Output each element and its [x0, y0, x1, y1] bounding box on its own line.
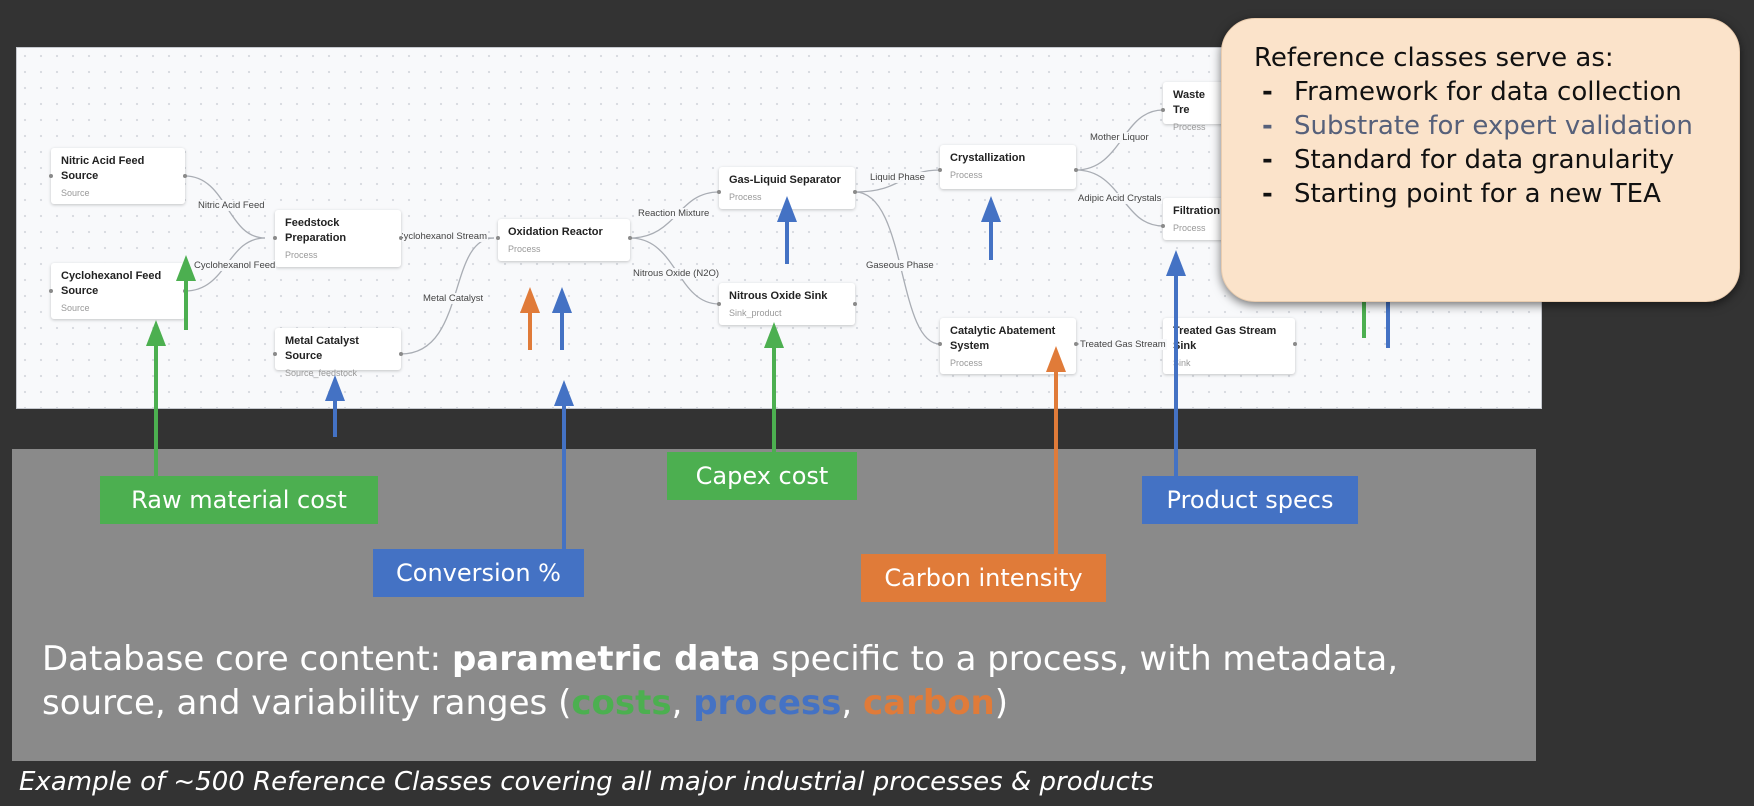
core-costs: costs [571, 683, 672, 723]
tag-product-specs: Product specs [1142, 476, 1358, 524]
callout-item-text: Starting point for a new TEA [1294, 179, 1661, 209]
node-type: Sink_product [729, 308, 782, 318]
tag-raw-material-cost: Raw material cost [100, 476, 378, 524]
node-type: Process [950, 358, 983, 368]
tag-conversion: Conversion % [373, 549, 584, 597]
node-type: Process [508, 244, 541, 254]
callout-item: -Standard for data granularity [1254, 143, 1725, 177]
node-type: Sink [1173, 358, 1191, 368]
node-metal-catalyst-source[interactable]: Metal Catalyst Source Source_feedstock [275, 328, 401, 378]
edge-label: Gaseous Phase [865, 260, 935, 271]
node-type: Source_feedstock [285, 368, 358, 378]
core-sep: , [671, 683, 694, 723]
node-handle[interactable] [853, 190, 857, 194]
bullet-dash: - [1262, 77, 1273, 107]
node-title: Gas-Liquid Separator [729, 174, 841, 186]
node-gas-liquid-separator[interactable]: Gas-Liquid Separator Process [719, 167, 855, 209]
node-handle[interactable] [183, 289, 187, 293]
edge-label: Treated Gas Stream [1079, 339, 1167, 350]
core-middle: specific to a process, with metadata, so… [42, 639, 1399, 723]
callout-heading: Reference classes serve as: [1254, 43, 1614, 73]
edge-label: Metal Catalyst [422, 293, 485, 304]
callout-item: -Substrate for expert validation [1254, 109, 1725, 143]
node-nitrous-oxide-sink[interactable]: Nitrous Oxide Sink Sink_product [719, 283, 855, 325]
edge-label: Prepared Cyclohexanol Stream [402, 231, 488, 242]
callout-item: -Framework for data collection [1254, 75, 1725, 109]
core-bold: parametric data [451, 639, 761, 679]
node-handle[interactable] [49, 174, 53, 178]
node-handle[interactable] [273, 236, 277, 240]
node-handle[interactable] [399, 236, 403, 240]
node-catalytic-abatement-system[interactable]: Catalytic Abatement System Process [940, 318, 1076, 374]
node-feedstock-preparation[interactable]: Feedstock Preparation Process [275, 210, 401, 267]
node-title: Oxidation Reactor [508, 226, 603, 238]
node-title: Treated Gas Stream Sink [1173, 325, 1277, 352]
callout-item-text: Substrate for expert validation [1294, 111, 1693, 141]
tag-capex-cost: Capex cost [667, 452, 857, 500]
node-title: Nitric Acid Feed Source [61, 155, 145, 182]
node-title: Nitrous Oxide Sink [729, 290, 828, 302]
edge-label: Reaction Mixture [637, 208, 711, 219]
node-handle[interactable] [49, 289, 53, 293]
bullet-dash: - [1262, 179, 1273, 209]
callout-list: -Framework for data collection -Substrat… [1254, 75, 1725, 211]
node-handle[interactable] [938, 168, 942, 172]
node-title: Crystallization [950, 152, 1026, 164]
node-type: Process [950, 170, 983, 180]
node-nitric-acid-feed-source[interactable]: Nitric Acid Feed Source Source [51, 148, 185, 204]
node-handle[interactable] [717, 190, 721, 194]
node-type: Source [61, 303, 90, 313]
edge-label: Mother Liquor [1089, 132, 1150, 143]
node-title: Metal Catalyst Source [285, 335, 359, 362]
slide-caption: Example of ~500 Reference Classes coveri… [19, 767, 1154, 797]
node-handle[interactable] [717, 302, 721, 306]
node-type: Source [61, 188, 90, 198]
node-handle[interactable] [628, 236, 632, 240]
node-handle[interactable] [1074, 342, 1078, 346]
node-handle[interactable] [273, 352, 277, 356]
node-crystallization[interactable]: Crystallization Process [940, 145, 1076, 189]
node-handle[interactable] [1293, 342, 1297, 346]
edge-label: Nitric Acid Feed [197, 200, 266, 211]
core-carbon: carbon [863, 683, 995, 723]
node-handle[interactable] [183, 174, 187, 178]
tag-carbon-intensity: Carbon intensity [861, 554, 1106, 602]
reference-classes-callout: Reference classes serve as: -Framework f… [1221, 18, 1740, 302]
core-content-statement: Database core content: parametric data s… [42, 637, 1522, 725]
node-treated-gas-stream-sink[interactable]: Treated Gas Stream Sink Sink [1163, 318, 1295, 374]
edge-label: Nitrous Oxide (N2O) [632, 268, 721, 279]
node-handle[interactable] [496, 236, 500, 240]
node-handle[interactable] [1161, 224, 1165, 228]
edge-label: Adipic Acid Crystals [1077, 193, 1163, 204]
node-title: Cyclohexanol Feed Source [61, 270, 162, 297]
node-type: Process [1173, 223, 1206, 233]
node-type: Process [1173, 122, 1206, 132]
node-type: Process [285, 250, 318, 260]
node-title: Catalytic Abatement System [950, 325, 1056, 352]
core-process: process [693, 683, 842, 723]
node-type: Process [729, 192, 762, 202]
node-title: Feedstock Preparation [285, 217, 347, 244]
callout-item-text: Framework for data collection [1294, 77, 1682, 107]
bullet-dash: - [1262, 111, 1273, 141]
bullet-dash: - [1262, 145, 1273, 175]
core-sep: , [841, 683, 863, 723]
node-title: Waste Tre [1173, 89, 1205, 116]
node-handle[interactable] [853, 302, 857, 306]
node-handle[interactable] [1074, 168, 1078, 172]
node-handle[interactable] [399, 352, 403, 356]
edge-label: Cyclohexanol Feed [193, 260, 277, 271]
node-cyclohexanol-feed-source[interactable]: Cyclohexanol Feed Source Source [51, 263, 185, 319]
edge-label: Liquid Phase [869, 172, 926, 183]
core-suffix: ) [994, 683, 1009, 723]
callout-item: -Starting point for a new TEA [1254, 177, 1725, 211]
node-title: Filtration [1173, 205, 1221, 217]
node-handle[interactable] [1161, 108, 1165, 112]
node-handle[interactable] [938, 342, 942, 346]
callout-item-text: Standard for data granularity [1294, 145, 1675, 175]
core-prefix: Database core content: [42, 639, 452, 679]
node-oxidation-reactor[interactable]: Oxidation Reactor Process [498, 219, 630, 261]
